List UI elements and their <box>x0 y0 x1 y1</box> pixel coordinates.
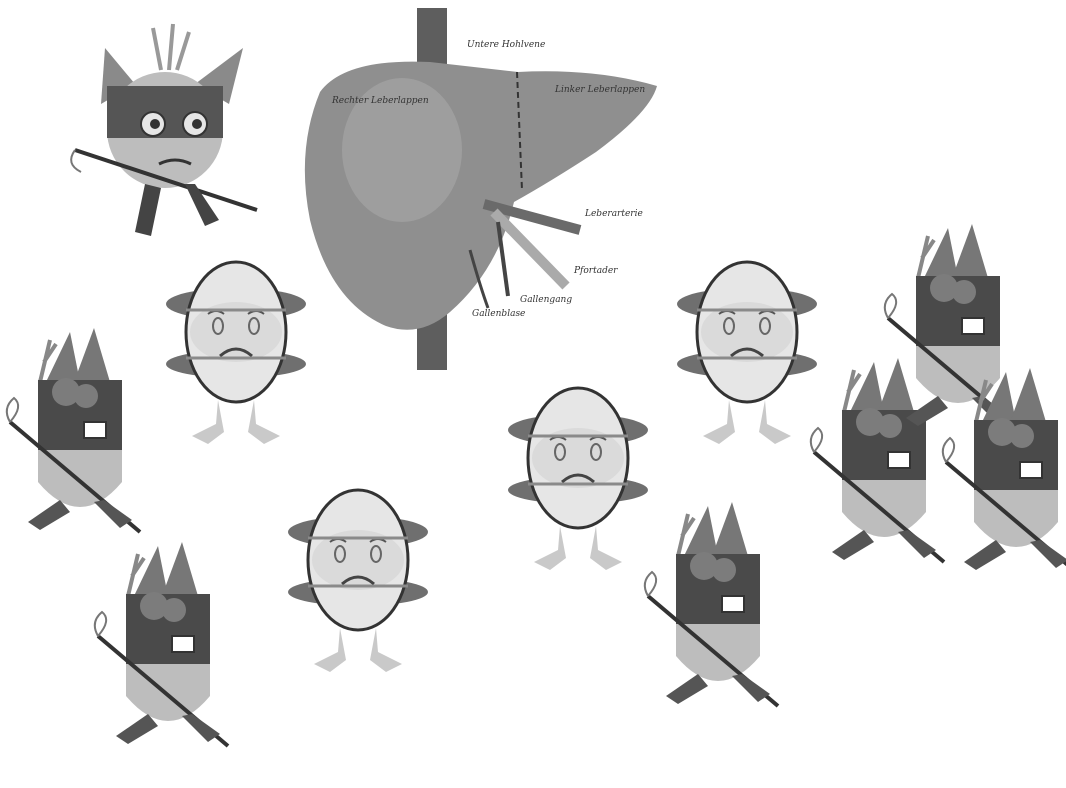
label-left-lobe: Linker Leberlappen <box>554 85 645 95</box>
masked-warrior-2 <box>95 542 228 746</box>
worried-egg-3 <box>508 388 648 570</box>
label-right-lobe: Rechter Leberlappen <box>331 96 429 106</box>
label-portal-vein: Pfortader <box>573 266 618 276</box>
liver-diagram: Untere Hohlvene Rechter Leberlappen Link… <box>305 8 657 370</box>
masked-warrior-4 <box>811 358 944 562</box>
masked-warrior-1 <box>7 328 140 532</box>
label-bile-duct: Gallengang <box>520 295 572 305</box>
label-gallbladder: Gallenblase <box>472 309 525 319</box>
worried-egg-1 <box>166 262 306 444</box>
worried-egg-2 <box>677 262 817 444</box>
masked-warrior-3 <box>645 502 778 706</box>
label-hepatic-artery: Leberarterie <box>584 209 643 219</box>
worried-egg-4 <box>288 490 428 672</box>
villain-leader <box>71 24 257 236</box>
label-top-vessel: Untere Hohlvene <box>467 40 545 50</box>
